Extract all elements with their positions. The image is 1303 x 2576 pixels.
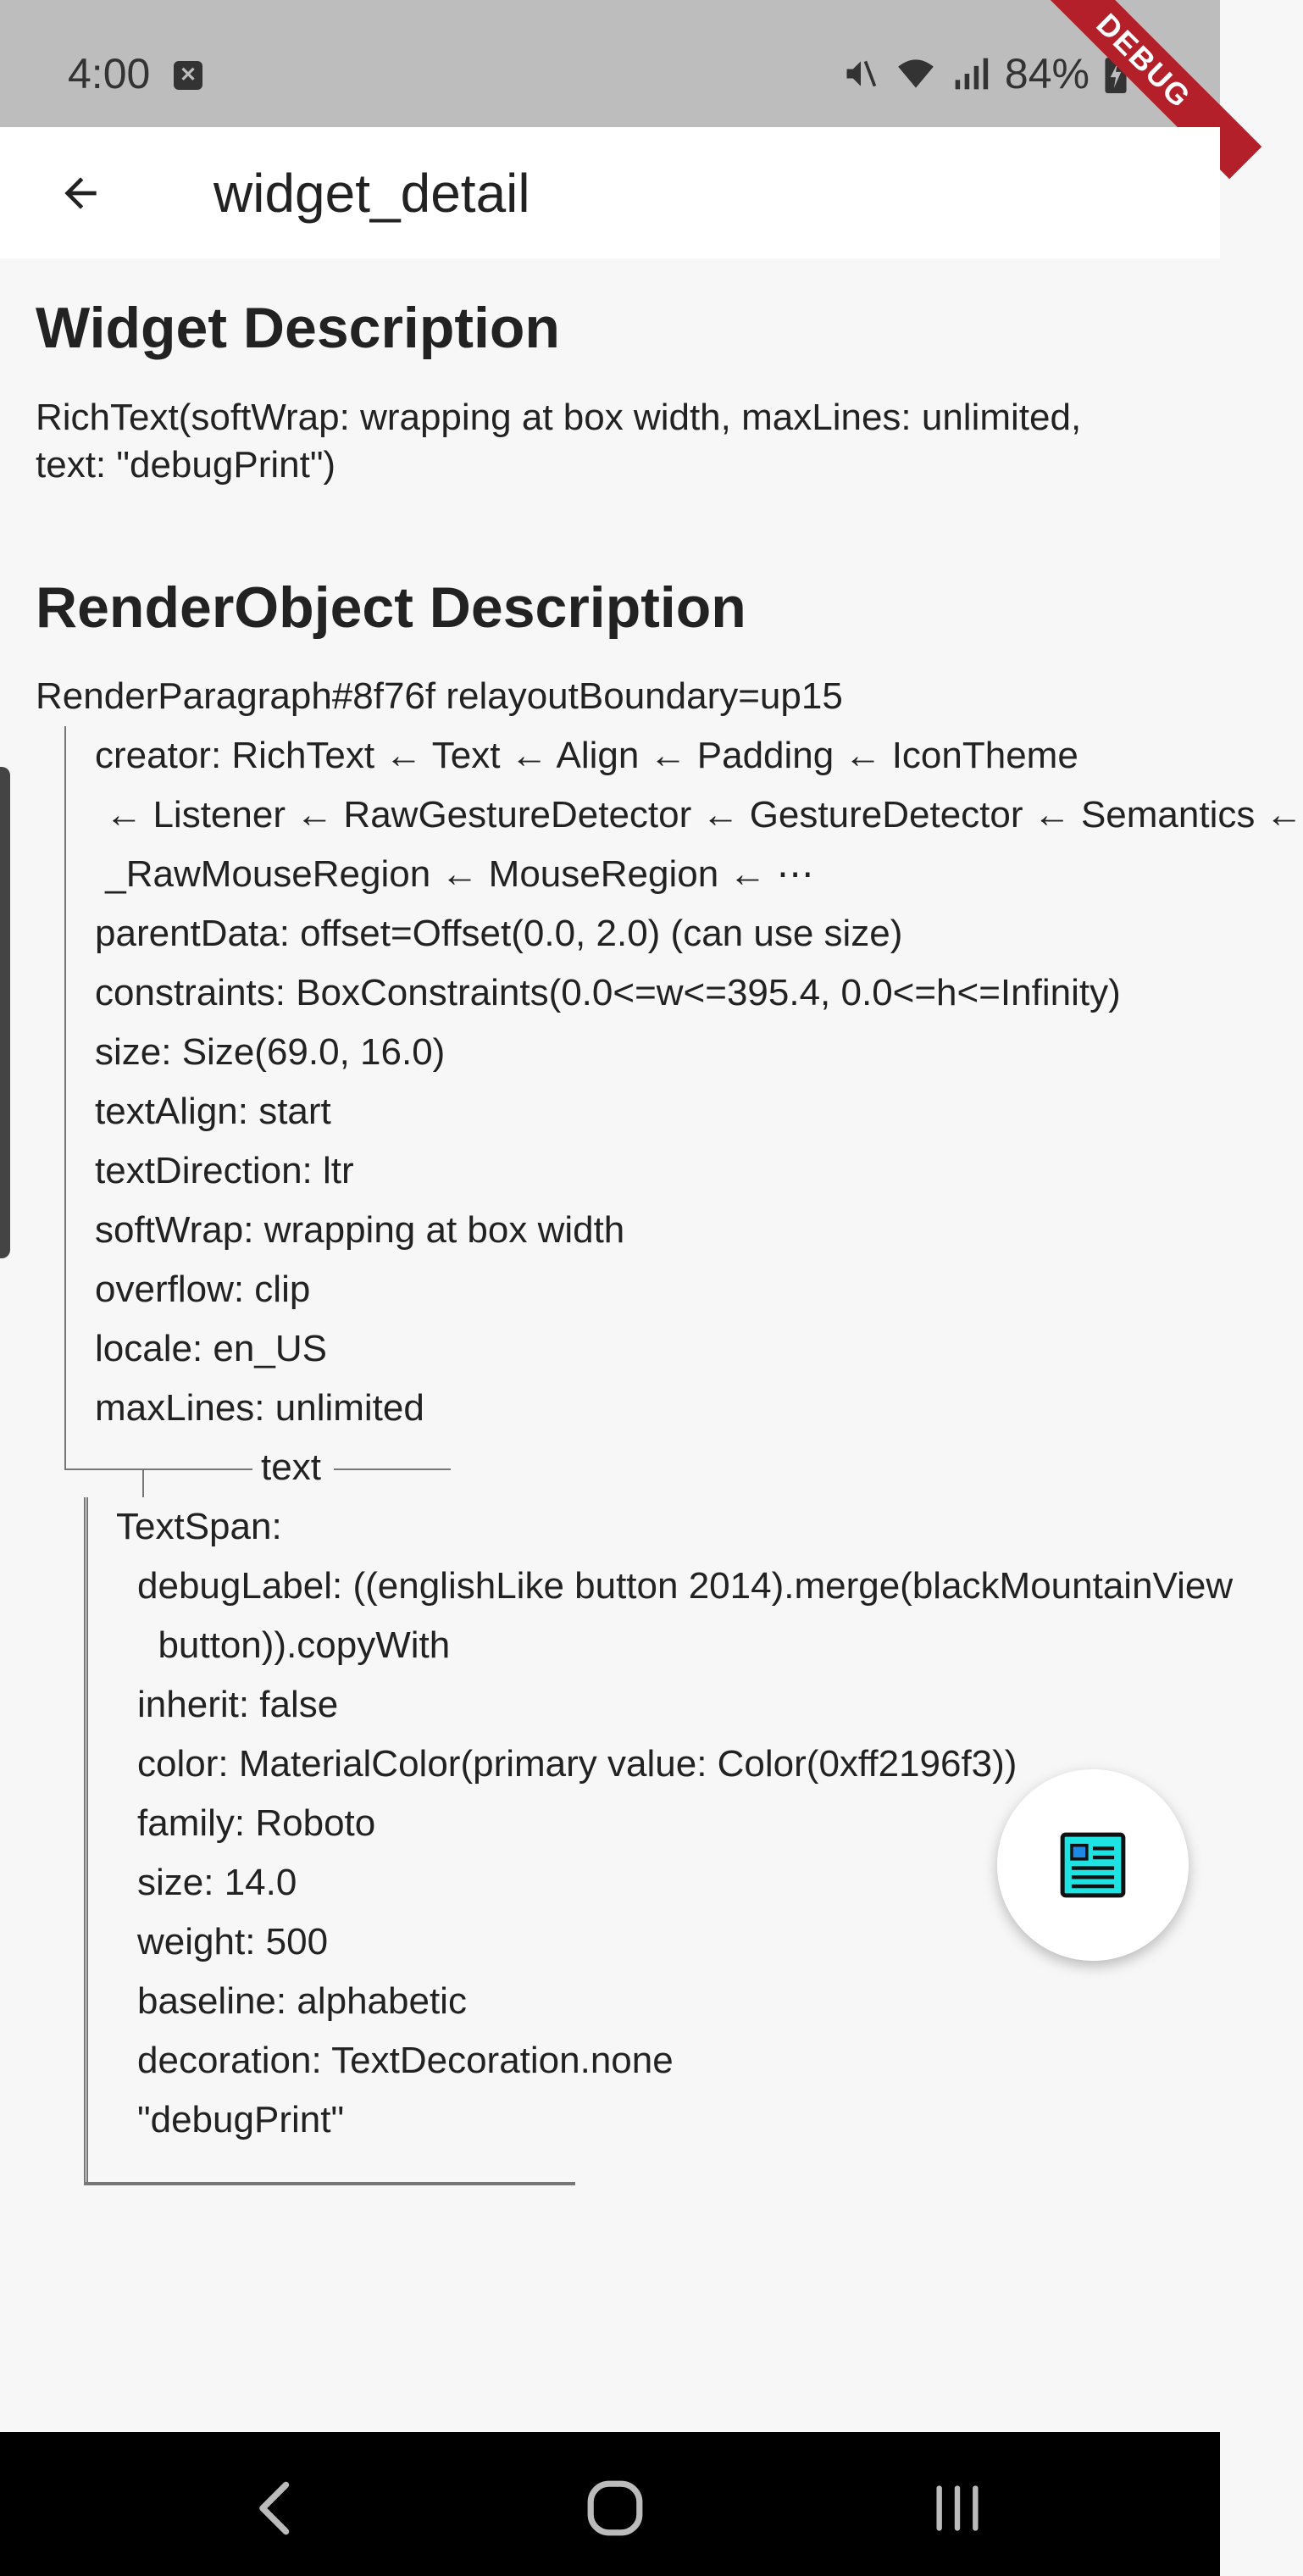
tree-line: _RawMouseRegion ← MouseRegion ← ⋯	[36, 845, 1188, 904]
widget-description-text[interactable]: RichText(softWrap: wrapping at box width…	[36, 397, 1092, 486]
tree-line: parentData: offset=Offset(0.0, 2.0) (can…	[36, 904, 1188, 963]
tree-line: size: 14.0	[36, 1853, 1188, 1913]
tree-close-line	[36, 2150, 1188, 2209]
status-time: 4:00	[68, 50, 151, 97]
tree-property: size: Size(69.0, 16.0)	[95, 1031, 446, 1073]
tree-span-property: family: Roboto	[137, 1802, 376, 1844]
wifi-icon	[898, 59, 934, 88]
nav-home-button[interactable]	[573, 2470, 657, 2546]
tree-span-property: color: MaterialColor(primary value: Colo…	[137, 1743, 1017, 1785]
tree-line: softWrap: wrapping at box width	[36, 1201, 1188, 1260]
nav-home-icon	[587, 2480, 643, 2536]
tree-line: creator: RichText ← Text ← Align ← Paddi…	[36, 726, 1188, 786]
tree-line: color: MaterialColor(primary value: Colo…	[36, 1735, 1188, 1794]
mute-icon	[846, 60, 877, 87]
page-title: widget_detail	[213, 163, 530, 224]
app-bar: widget_detail	[0, 127, 1220, 258]
tree-header: RenderParagraph#8f76f relayoutBoundary=u…	[36, 675, 843, 717]
tree-line: decoration: TextDecoration.none	[36, 2031, 1188, 2090]
tree-span-property: "debugPrint"	[137, 2099, 345, 2140]
tree-property: parentData: offset=Offset(0.0, 2.0) (can…	[95, 913, 903, 954]
tree-property: creator: RichText ← Text ← Align ← Paddi…	[95, 735, 1078, 776]
tree-header-line: RenderParagraph#8f76f relayoutBoundary=u…	[36, 667, 1188, 726]
tree-branch-line: text	[36, 1438, 1188, 1497]
tree-line: inherit: false	[36, 1675, 1188, 1735]
article-icon	[1060, 1832, 1126, 1898]
tree-property: constraints: BoxConstraints(0.0<=w<=395.…	[95, 972, 1121, 1013]
tree-line: debugLabel: ((englishLike button 2014).m…	[36, 1557, 1233, 1616]
widget-description-title: Widget Description	[36, 296, 560, 360]
tree-span-property: baseline: alphabetic	[137, 1980, 467, 2022]
battery-charging-icon	[1105, 54, 1127, 93]
tree-text-label: text	[252, 1438, 330, 1497]
tree-line: weight: 500	[36, 1913, 1188, 1972]
scrollbar[interactable]	[0, 767, 10, 1258]
tree-line: textDirection: ltr	[36, 1141, 1188, 1201]
tree-line: family: Roboto	[36, 1794, 1188, 1853]
tree-span-property: weight: 500	[137, 1921, 329, 1963]
tree-span-header: TextSpan:	[116, 1506, 282, 1547]
tree-property: ← Listener ← RawGestureDetector ← Gestur…	[95, 794, 1303, 836]
article-fab-button[interactable]	[997, 1769, 1189, 1961]
tree-line: ← Listener ← RawGestureDetector ← Gestur…	[36, 786, 1303, 845]
back-button[interactable]	[47, 163, 114, 224]
status-bar: 4:00 ✕ 84%	[0, 0, 1220, 127]
tree-span-property: decoration: TextDecoration.none	[137, 2040, 674, 2081]
tree-property: locale: en_US	[95, 1328, 327, 1369]
renderobject-description-title: RenderObject Description	[36, 575, 746, 640]
detail-content: Widget Description RichText(softWrap: wr…	[36, 292, 1303, 2209]
tree-line: textAlign: start	[36, 1082, 1188, 1141]
tree-line: "debugPrint"	[36, 2090, 1188, 2150]
nav-recents-icon	[936, 2485, 979, 2531]
tree-line: maxLines: unlimited	[36, 1379, 1188, 1438]
signal-icon	[955, 58, 989, 90]
tree-span-property: debugLabel: ((englishLike button 2014).m…	[137, 1565, 1234, 1607]
tree-property: textDirection: ltr	[95, 1150, 354, 1191]
battery-text: 84%	[1004, 50, 1090, 97]
render-tree[interactable]: RenderParagraph#8f76f relayoutBoundary=u…	[36, 667, 1303, 2209]
tree-property: textAlign: start	[95, 1091, 331, 1132]
tree-span-property: inherit: false	[137, 1684, 339, 1725]
tree-line: overflow: clip	[36, 1260, 1188, 1319]
tree-line: button)).copyWith	[36, 1616, 1188, 1675]
tree-span-property: button)).copyWith	[137, 1624, 451, 1666]
tree-line: constraints: BoxConstraints(0.0<=w<=395.…	[36, 963, 1188, 1023]
tree-property: _RawMouseRegion ← MouseRegion ← ⋯	[95, 853, 814, 895]
tree-line: TextSpan:	[36, 1497, 1188, 1557]
x-box-icon: ✕	[174, 61, 202, 90]
nav-recents-button[interactable]	[915, 2470, 1000, 2546]
tree-line: locale: en_US	[36, 1319, 1188, 1379]
tree-line: size: Size(69.0, 16.0)	[36, 1023, 1188, 1082]
nav-back-button[interactable]	[233, 2470, 318, 2546]
system-nav-bar	[0, 2432, 1220, 2576]
tree-line: baseline: alphabetic	[36, 1972, 1188, 2031]
tree-span-property: size: 14.0	[137, 1862, 297, 1903]
tree-property: maxLines: unlimited	[95, 1387, 424, 1429]
tree-property: softWrap: wrapping at box width	[95, 1209, 625, 1251]
nav-back-icon	[259, 2481, 290, 2535]
status-icons: 84%	[842, 49, 1127, 98]
tree-property: overflow: clip	[95, 1269, 311, 1310]
arrow-back-icon	[64, 177, 97, 209]
